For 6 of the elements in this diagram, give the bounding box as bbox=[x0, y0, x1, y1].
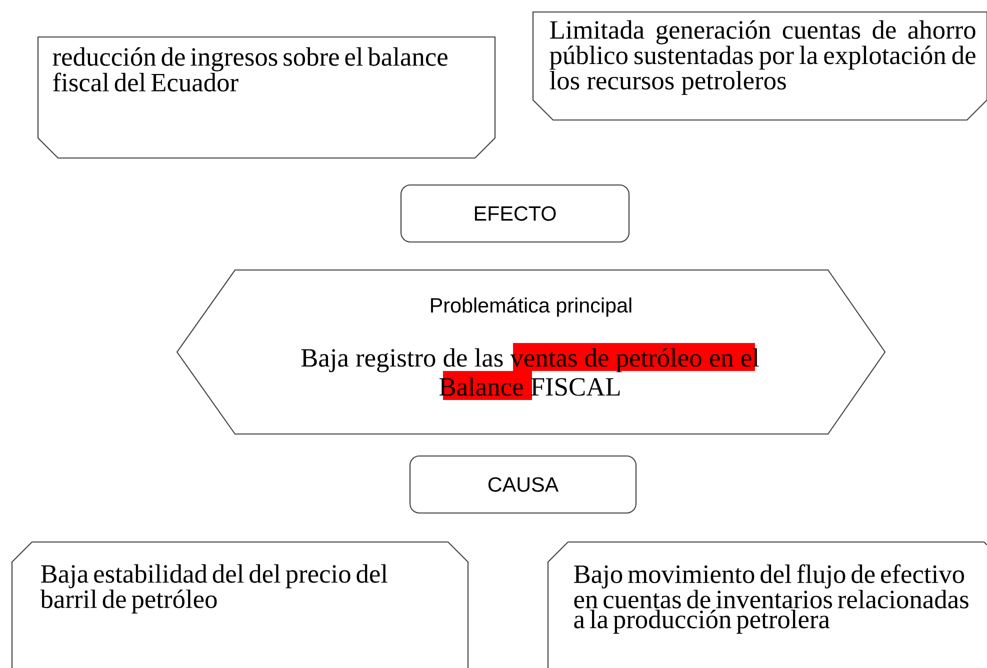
text-box: Limitada generación cuentas de ahorro público sustentadas por la explotación de los recursos petroleros bbox=[532, 11, 987, 121]
text-box: reducción de ingresos sobre el balance fiscal del Ecuador bbox=[37, 36, 496, 159]
text-box: Bajo movimiento del flujo de efectivo en cuentas de inventarios relacionadas a la producción petrolera bbox=[547, 541, 987, 668]
label-box: CAUSA bbox=[409, 455, 637, 514]
text-box: Baja estabilidad del del precio del barril de petróleo bbox=[11, 541, 469, 668]
label-box: EFECTO bbox=[400, 184, 630, 243]
